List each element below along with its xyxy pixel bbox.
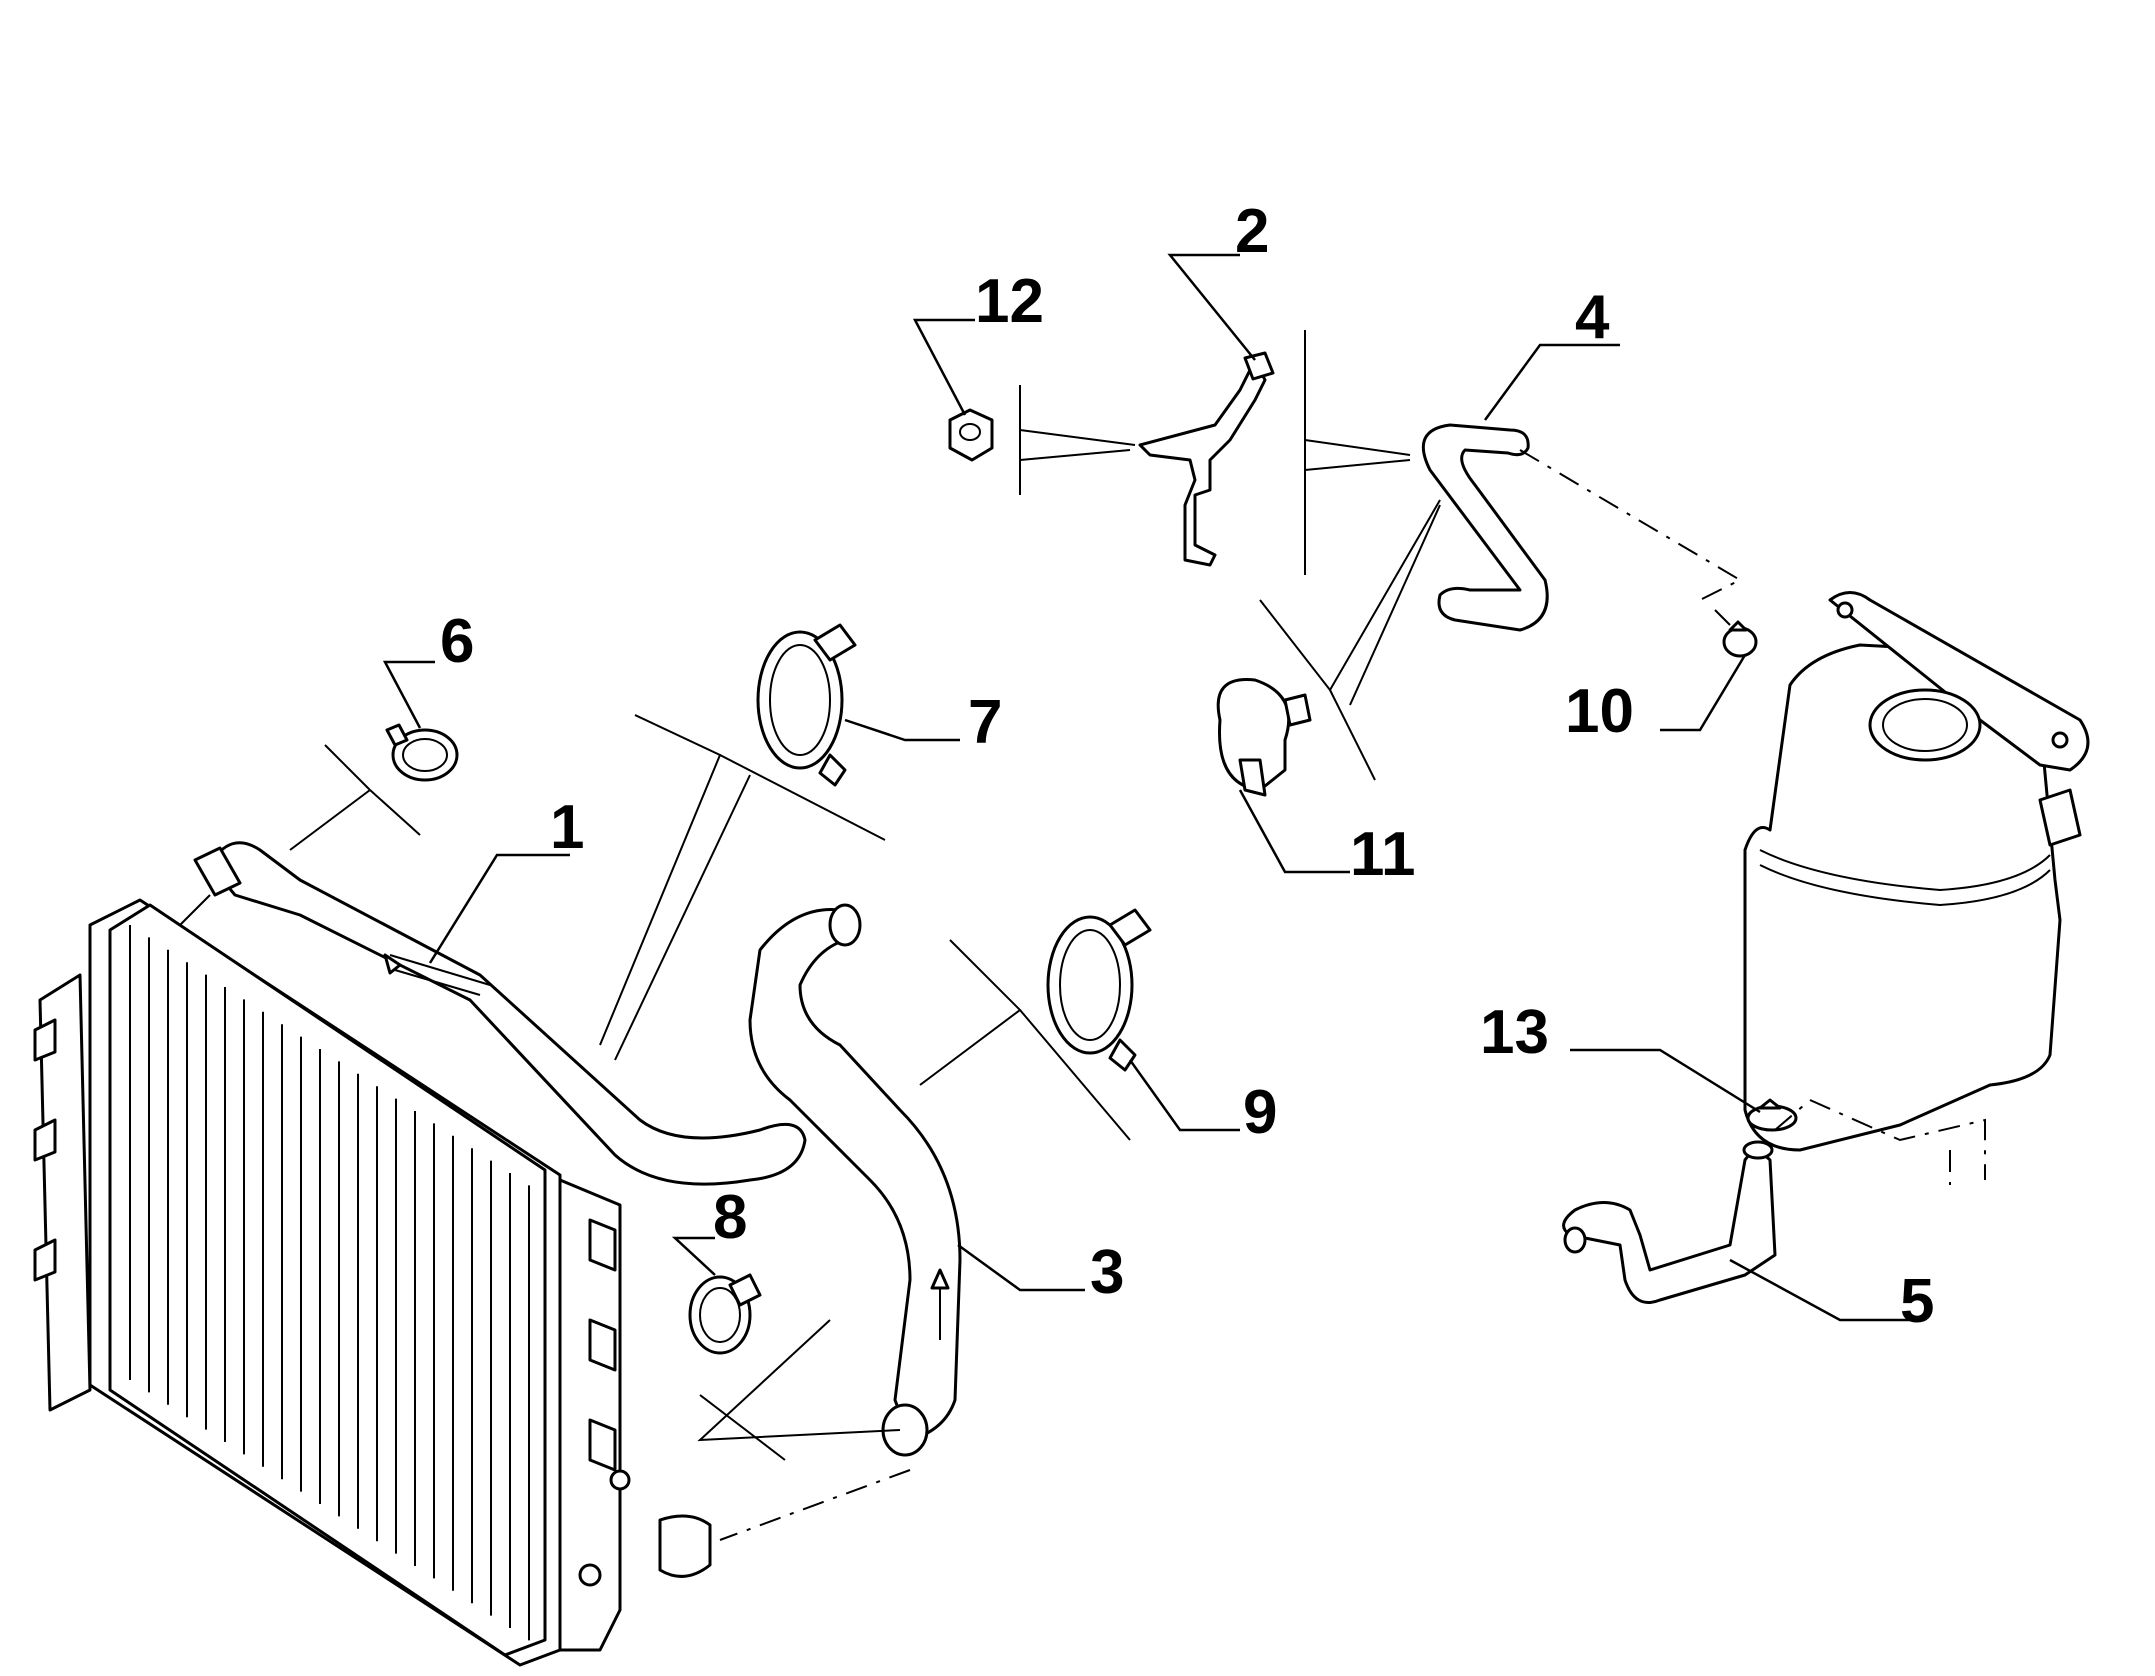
callout-11: 11 bbox=[1350, 820, 1416, 889]
hose-clip-11 bbox=[1216, 678, 1312, 797]
expansion-tank-upper-hose bbox=[1421, 423, 1549, 632]
callout-7: 7 bbox=[968, 688, 1002, 757]
callout-9: 9 bbox=[1243, 1078, 1277, 1147]
callout-12: 12 bbox=[975, 267, 1044, 336]
nut-12 bbox=[948, 408, 994, 462]
assembly-lines bbox=[719, 449, 1986, 1541]
radiator-upper-hose bbox=[179, 841, 807, 1186]
callout-3: 3 bbox=[1090, 1238, 1124, 1307]
connection-lines bbox=[289, 330, 1441, 1461]
expansion-tank bbox=[1743, 591, 2090, 1152]
callout-4: 4 bbox=[1575, 283, 1610, 352]
expansion-tank-lower-hose bbox=[1562, 1140, 1777, 1304]
small-clamp-13 bbox=[1746, 1098, 1798, 1132]
callout-leaders bbox=[382, 253, 1915, 1322]
spring-clamp-7 bbox=[756, 623, 857, 787]
callout-1: 1 bbox=[550, 793, 584, 862]
bracket-2 bbox=[1138, 351, 1275, 567]
radiator bbox=[33, 898, 712, 1667]
callout-10: 10 bbox=[1565, 677, 1634, 746]
callout-2: 2 bbox=[1235, 197, 1269, 266]
callout-5: 5 bbox=[1900, 1267, 1934, 1336]
callout-6: 6 bbox=[440, 607, 474, 676]
hose-clamp-6 bbox=[385, 723, 459, 782]
radiator-lower-hose bbox=[748, 903, 962, 1457]
callout-8: 8 bbox=[713, 1183, 747, 1252]
callout-numbers: 1 2 3 4 5 6 7 8 9 10 11 12 13 bbox=[440, 197, 1934, 1336]
callout-13: 13 bbox=[1480, 998, 1549, 1067]
hose-clamp-8 bbox=[688, 1273, 762, 1355]
small-clamp-10 bbox=[1722, 620, 1758, 658]
spring-clamp-9 bbox=[1046, 908, 1152, 1072]
